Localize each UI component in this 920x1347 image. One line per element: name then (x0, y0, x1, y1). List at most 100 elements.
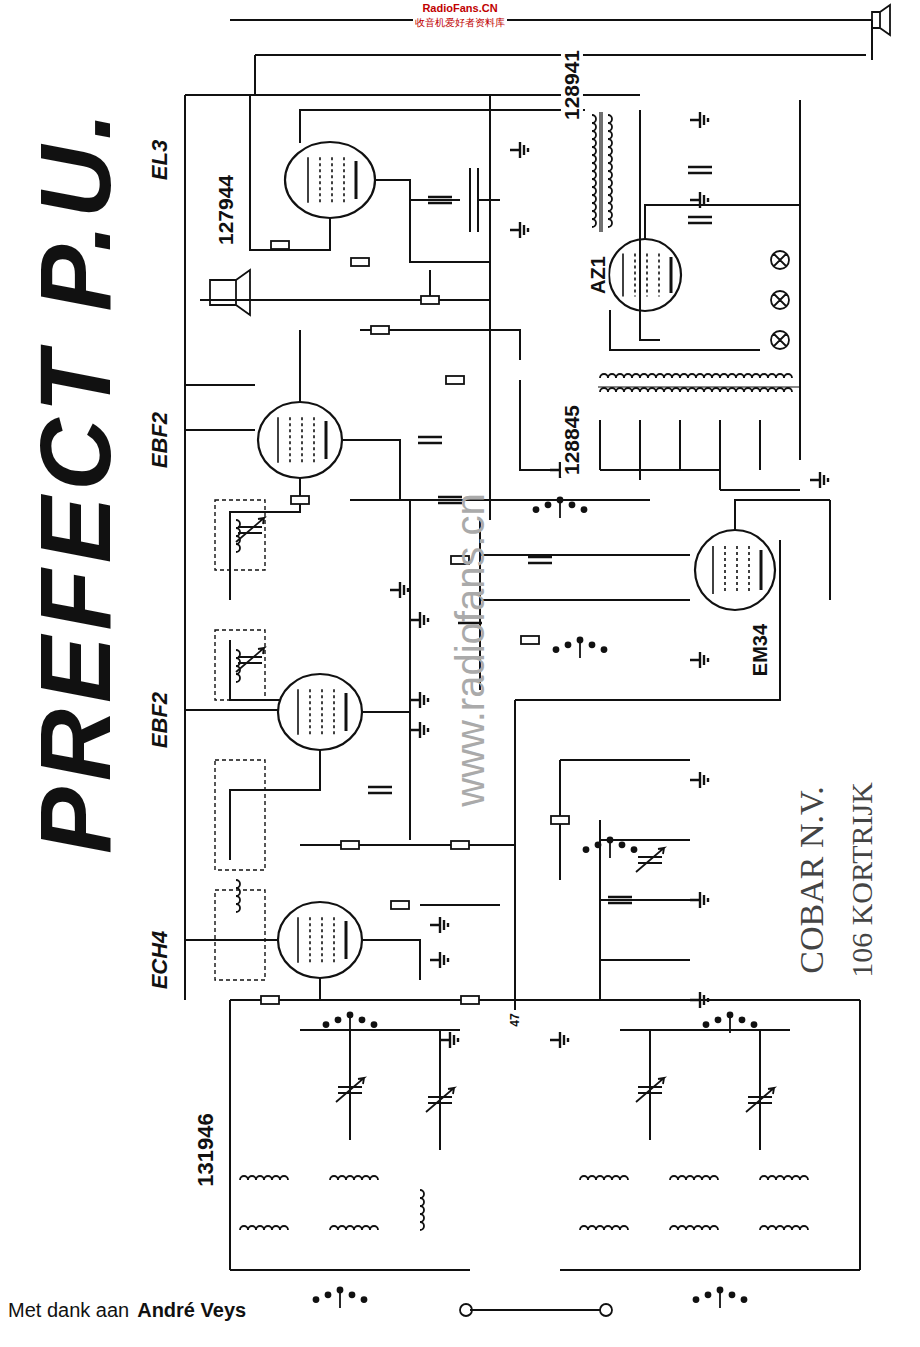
part-number: 128845 (561, 403, 583, 477)
tube-envelope (695, 530, 775, 610)
pilot-lamp (771, 331, 789, 349)
tube-envelope (278, 902, 362, 978)
tube-electrodes (278, 417, 326, 463)
coil-symbol (670, 1176, 718, 1180)
ground-symbol (430, 952, 448, 968)
credit-name: André Veys (135, 1300, 248, 1321)
watermark-site: RadioFans.CN (420, 3, 499, 15)
ground-symbol (510, 222, 528, 238)
capacitor-symbol (528, 557, 552, 563)
wave-switch (554, 638, 607, 659)
capacitor-symbol (688, 167, 712, 173)
coil-symbol (600, 374, 792, 378)
wiring (185, 20, 872, 1310)
coil-symbol (592, 115, 596, 227)
tube-type: EBF2 (148, 410, 171, 470)
coil-symbol (670, 1226, 718, 1230)
speaker-symbol (210, 270, 250, 315)
ground-symbol (410, 722, 428, 738)
ground-symbol (430, 917, 448, 933)
tube-envelope (609, 239, 681, 311)
pilot-lamp (771, 291, 789, 309)
if-transformer-can (215, 760, 265, 870)
coil-symbol (580, 1176, 628, 1180)
coil-symbol (608, 115, 612, 227)
tube-symbols (258, 142, 775, 978)
tube-electrodes (298, 689, 346, 735)
ground-symbol (690, 772, 708, 788)
variable-capacitor (336, 1078, 364, 1102)
if-transformer-can (215, 630, 265, 700)
wave-switch (534, 498, 587, 519)
tube-type: AZ1 (588, 254, 609, 296)
coil-symbol (236, 520, 240, 552)
wave-switch (704, 1013, 757, 1034)
variable-capacitor (636, 1078, 664, 1102)
ground-symbol (390, 582, 408, 598)
coil-symbol (600, 388, 792, 392)
ground-symbol (410, 692, 428, 708)
pilot-lamp (771, 251, 789, 269)
coil-symbol (330, 1176, 378, 1180)
ground-symbol (410, 612, 428, 628)
resistor-symbol (451, 841, 469, 849)
credit-text: Met dank aan (6, 1300, 131, 1321)
antenna-terminal (460, 1304, 612, 1316)
coil-symbol (760, 1176, 808, 1180)
maker-address: 106 KORTRIJK (846, 780, 878, 980)
resistor-symbol (521, 636, 539, 644)
tube-type: EL3 (148, 138, 171, 182)
ground-symbol (550, 1032, 568, 1048)
tube-envelope (285, 142, 375, 218)
resistor-symbol (341, 841, 359, 849)
wave-switch (584, 838, 637, 859)
wave-switch (694, 1288, 747, 1309)
capacitor-symbol (688, 217, 712, 223)
coil-symbol (420, 1190, 424, 1230)
ground-symbol (690, 112, 708, 128)
tube-electrodes (713, 546, 761, 594)
capacitor-symbol (368, 787, 392, 793)
resistor-symbol (271, 241, 289, 249)
if-transformer-can (215, 500, 265, 570)
wave-switch (324, 1013, 377, 1034)
variable-capacitor (236, 518, 264, 542)
resistor-symbol (391, 901, 409, 909)
ground-symbol (690, 992, 708, 1008)
tube-electrodes (623, 253, 671, 296)
variable-capacitor (426, 1088, 454, 1112)
resistor-symbol (261, 996, 279, 1004)
tube-electrodes (298, 917, 346, 963)
ground-symbol (690, 892, 708, 908)
tube-type: ECH4 (148, 929, 171, 992)
capacitor-symbol (418, 437, 442, 443)
coil-symbol (236, 880, 240, 912)
watermark-url: www.radiofans.cn (449, 491, 491, 808)
if-transformer-can (215, 890, 265, 980)
coil-symbol (240, 1176, 288, 1180)
speaker-terminal (872, 5, 890, 35)
resistor-symbol (351, 258, 369, 266)
part-number: 131946 (194, 1111, 217, 1188)
tube-envelope (278, 674, 362, 750)
maker-name: COBAR N.V. (794, 784, 830, 975)
wave-switch (314, 1288, 367, 1309)
resistor-symbol (446, 376, 464, 384)
coil-symbol (236, 650, 240, 682)
ground-symbol (690, 192, 708, 208)
variable-capacitor (636, 848, 664, 872)
tube-envelope (258, 402, 342, 478)
variable-capacitor (746, 1088, 774, 1112)
component-symbols (210, 5, 890, 1316)
ground-symbol (810, 472, 828, 488)
resistor-symbol (461, 996, 479, 1004)
resistor-symbol (551, 816, 569, 824)
tube-type: EBF2 (148, 690, 171, 750)
ground-symbol (440, 1032, 458, 1048)
resistor-symbol (371, 326, 389, 334)
coil-symbol (760, 1226, 808, 1230)
transformer-core (598, 112, 800, 387)
part-number: 128941 (561, 48, 583, 122)
part-number: 127944 (215, 173, 237, 247)
